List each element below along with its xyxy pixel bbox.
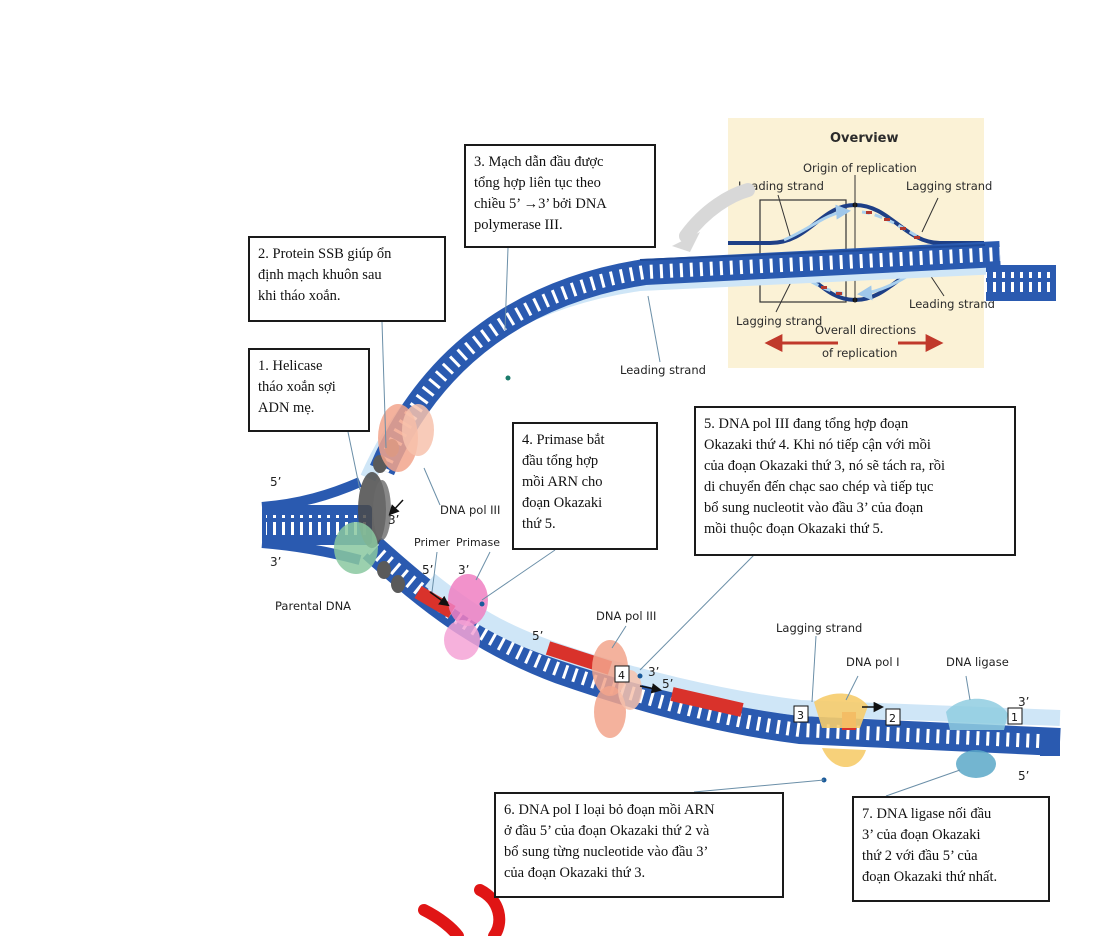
primase-label: Primase [456,536,500,549]
fragment-1-label: 1 [1011,711,1018,724]
upper-edge [639,244,986,261]
end-right-3: 3’ [1018,695,1029,709]
leading-strand-label: Leading strand [620,363,706,377]
callout-leaders [347,247,971,797]
dna-pol-i-protein [814,693,868,768]
callout-ligase: 7. DNA ligase nối đầu 3’ của đoạn Okazak… [852,796,1050,902]
overview-title: Overview [830,131,899,146]
leader-pol-iii-bottom [611,625,627,649]
primase-protein [444,574,488,660]
dna-pol-iii-lagging [592,640,642,738]
parental-top-curve [261,477,362,512]
dna-ligase-label: DNA ligase [946,655,1009,669]
leader-pol-iii-top [423,467,441,506]
overview-leading-left-label: Leading strand [738,179,824,193]
fragment-3-box: 3 [793,705,809,723]
leader-c6 [693,779,825,793]
primase-dot [479,601,485,607]
dna-ligase-protein [946,698,1008,778]
overview-pointer-arrow [679,183,755,243]
fragment-2-box: 2 [885,708,901,726]
red-mark-left [418,904,464,936]
callout-primase: 4. Primase bắt đầu tổng hợp mồi ARN cho … [512,422,658,550]
primer-arrow [429,591,450,607]
end-frag4-5: 5’ [532,629,543,643]
primer-frag3 [670,687,744,717]
overview-origin-label: Origin of replication [803,161,917,175]
end-fork-3: 3’ [388,513,399,527]
fragment-4-label: 4 [618,669,625,682]
callout-leading-strand: 3. Mạch dẫn đầu được tổng hợp liên tục t… [464,144,656,248]
leader-lagging-strand [811,635,817,703]
end-frag3-5: 5’ [662,677,673,691]
lower-right-cap [1040,730,1060,756]
overview-lagging-left-label: Lagging strand [736,314,822,328]
overview-panel: Overview Origin of replication Leading s… [728,118,995,368]
helicase-ring [373,480,391,540]
callout-ssb: 2. Protein SSB giúp ổn định mạch khuôn s… [248,236,446,322]
topoisomerase [334,522,378,574]
overview-leading-right-label: Leading strand [909,297,995,311]
lagging-strand-label: Lagging strand [776,621,862,635]
leading-direction-arrow [388,499,404,516]
callout-helicase: 1. Helicase tháo xoắn sợi ADN mẹ. [248,348,370,432]
overview-directions-line1: Overall directions [815,323,916,337]
overview-leader-leading-left [777,194,791,237]
leader-c3 [504,247,509,331]
leading-marker-dot [505,375,511,381]
parental-dna-label: Parental DNA [275,599,351,613]
callout-pol-i: 6. DNA pol I loại bỏ đoạn mồi ARN ở đầu … [494,792,784,898]
callout-pol-iii: 5. DNA pol III đang tổng hợp đoạn Okazak… [694,406,1016,556]
overview-leader-lagging-right [921,197,939,233]
leader-pol-i [845,675,859,701]
dna-pol-i-label: DNA pol I [846,655,900,669]
fragment-3-label: 3 [797,709,804,722]
leader-primase [475,551,491,581]
end-left-top-5: 5’ [270,475,281,489]
leader-leading-strand [647,295,661,363]
leader-primer [431,551,438,593]
fragment-2-label: 2 [889,712,896,725]
end-frag4-3: 3’ [648,665,659,679]
end-primer-3: 3’ [458,563,469,577]
dna-pol-iii-top-label: DNA pol III [440,503,500,517]
primer-label: Primer [414,536,451,549]
overview-pointer-head [672,232,700,252]
end-right-5: 5’ [1018,769,1029,783]
fragment-1-box: 1 [1007,707,1023,725]
leader-c1 [347,431,361,491]
leader-c2 [381,321,387,449]
leader-ligase [965,675,971,701]
dna-pol-iii-bottom-label: DNA pol III [596,609,656,623]
pol-iii-dot [637,673,643,679]
overview-leading-left [783,204,851,242]
end-primer-5: 5’ [422,563,433,577]
upper-right-rungs [986,272,1056,292]
leader-c7 [885,769,961,797]
overview-directions-line2: of replication [822,346,897,360]
dna-pol-iii-leading [378,404,434,472]
frag4-arrow [639,683,663,694]
leader-c5 [639,554,755,671]
end-left-bottom-3: 3’ [270,555,281,569]
red-mark-right [474,884,506,936]
overview-lagging-right-label: Lagging strand [906,179,992,193]
fragment-4-box: 4 [614,665,630,683]
primer-5 [414,585,456,619]
leader-c4 [481,549,556,601]
